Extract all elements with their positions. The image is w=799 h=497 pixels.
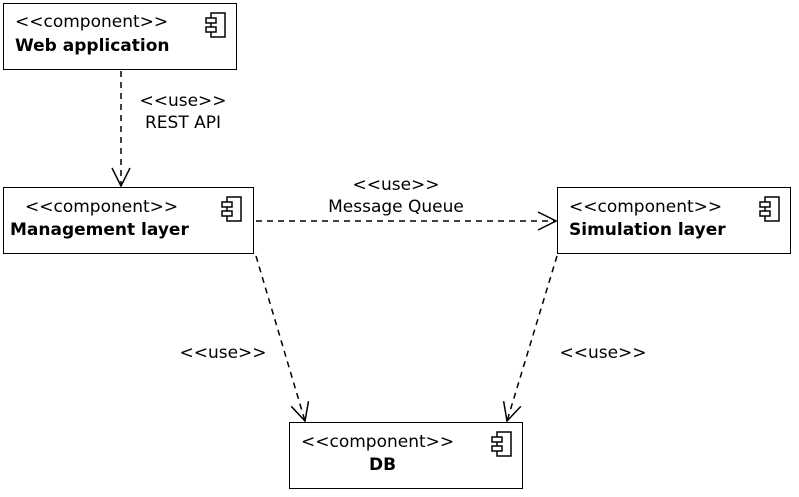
edge-label-simulation-db: <<use>>	[550, 342, 656, 364]
component-icon	[205, 12, 226, 38]
component-stereotype: <<component>>	[569, 197, 723, 217]
edge-label-text: REST API	[144, 113, 222, 133]
edge-label-text: Message Queue	[328, 197, 464, 217]
edge-label-web-management: <<use>> REST API	[130, 90, 236, 134]
component-stereotype: <<component>>	[25, 197, 179, 217]
edge-stereotype: <<use>>	[559, 343, 647, 363]
component-stereotype: <<component>>	[301, 432, 455, 452]
component-management-layer[interactable]: <<component>> Management layer	[3, 187, 254, 254]
edge-stereotype: <<use>>	[139, 91, 227, 111]
edge-simulation-to-db	[507, 255, 558, 421]
edge-stereotype: <<use>>	[352, 175, 440, 195]
component-web-application[interactable]: <<component>> Web application	[3, 3, 237, 70]
component-db[interactable]: <<component>> DB	[289, 422, 523, 489]
edge-management-to-db	[255, 255, 305, 421]
component-name: Simulation layer	[569, 220, 726, 240]
component-name: Web application	[15, 36, 170, 56]
edge-stereotype: <<use>>	[179, 343, 267, 363]
component-stereotype: <<component>>	[15, 12, 169, 32]
component-icon	[491, 431, 512, 457]
component-icon	[759, 196, 780, 222]
component-name: Management layer	[10, 220, 189, 240]
edge-label-management-db: <<use>>	[170, 342, 276, 364]
component-name: DB	[369, 455, 397, 475]
component-simulation-layer[interactable]: <<component>> Simulation layer	[557, 187, 791, 254]
component-icon	[221, 196, 242, 222]
edge-label-management-simulation: <<use>> Message Queue	[306, 174, 486, 218]
